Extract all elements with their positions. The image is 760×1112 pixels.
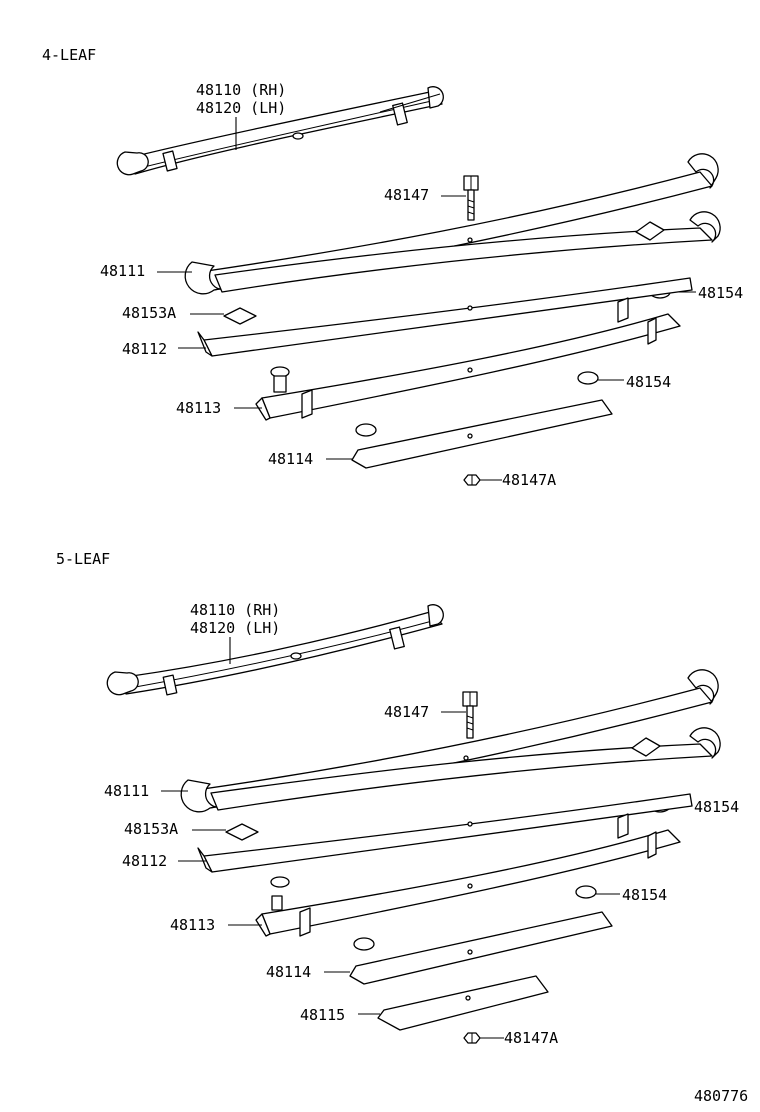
main-leaf-illustration xyxy=(180,669,721,813)
label-leaf-2: 48112 xyxy=(122,852,167,870)
nut-illustration xyxy=(463,1032,481,1044)
section-4-leaf: 4-LEAF 48110 (RH) 48120 (LH) 48147 xyxy=(42,46,743,489)
label-bolt: 48147 xyxy=(384,186,429,204)
label-assembly-rh: 48110 (RH) xyxy=(196,81,286,99)
leaf-3-illustration xyxy=(255,313,681,421)
label-leaf-3: 48113 xyxy=(176,399,221,417)
leaf-2-illustration xyxy=(197,277,693,357)
section-title: 5-LEAF xyxy=(56,550,110,568)
section-5-leaf: 5-LEAF 48110 (RH) 48120 (LH) 48147 xyxy=(56,550,739,1047)
label-leaf-2: 48112 xyxy=(122,340,167,358)
label-leaf-main: 48111 xyxy=(100,262,145,280)
label-nut: 48147A xyxy=(502,471,556,489)
leaf-3-illustration xyxy=(255,829,681,937)
leaf-5-illustration xyxy=(377,975,549,1031)
label-bolt: 48147 xyxy=(384,703,429,721)
main-leaf-illustration xyxy=(184,153,721,295)
label-pad-right-1: 48154 xyxy=(698,284,743,302)
square-pad-illustration xyxy=(223,307,257,325)
nut-illustration xyxy=(463,474,481,486)
label-assembly-lh: 48120 (LH) xyxy=(196,99,286,117)
label-pad-right-2: 48154 xyxy=(622,886,667,904)
spring-assembly-illustration xyxy=(116,86,444,176)
label-leaf-4: 48114 xyxy=(268,450,313,468)
label-pad-left: 48153A xyxy=(124,820,178,838)
leaf-4-illustration xyxy=(349,911,613,985)
center-bolt-illustration xyxy=(463,175,479,221)
label-assembly-rh: 48110 (RH) xyxy=(190,601,280,619)
label-pad-right-2: 48154 xyxy=(626,373,671,391)
label-leaf-3: 48113 xyxy=(170,916,215,934)
label-leaf-5: 48115 xyxy=(300,1006,345,1024)
section-title: 4-LEAF xyxy=(42,46,96,64)
label-nut: 48147A xyxy=(504,1029,558,1047)
label-pad-right-1: 48154 xyxy=(694,798,739,816)
label-leaf-4: 48114 xyxy=(266,963,311,981)
label-pad-left: 48153A xyxy=(122,304,176,322)
leaf-2-illustration xyxy=(197,793,693,873)
square-pad-illustration xyxy=(225,823,259,841)
label-assembly-lh: 48120 (LH) xyxy=(190,619,280,637)
label-leaf-main: 48111 xyxy=(104,782,149,800)
spring-assembly-illustration xyxy=(106,604,444,696)
pad-illustration xyxy=(575,885,597,899)
figure-number: 480776 xyxy=(694,1087,748,1105)
leaf-4-illustration xyxy=(351,399,613,469)
center-bolt-illustration xyxy=(462,691,478,739)
pad-illustration xyxy=(577,371,599,385)
